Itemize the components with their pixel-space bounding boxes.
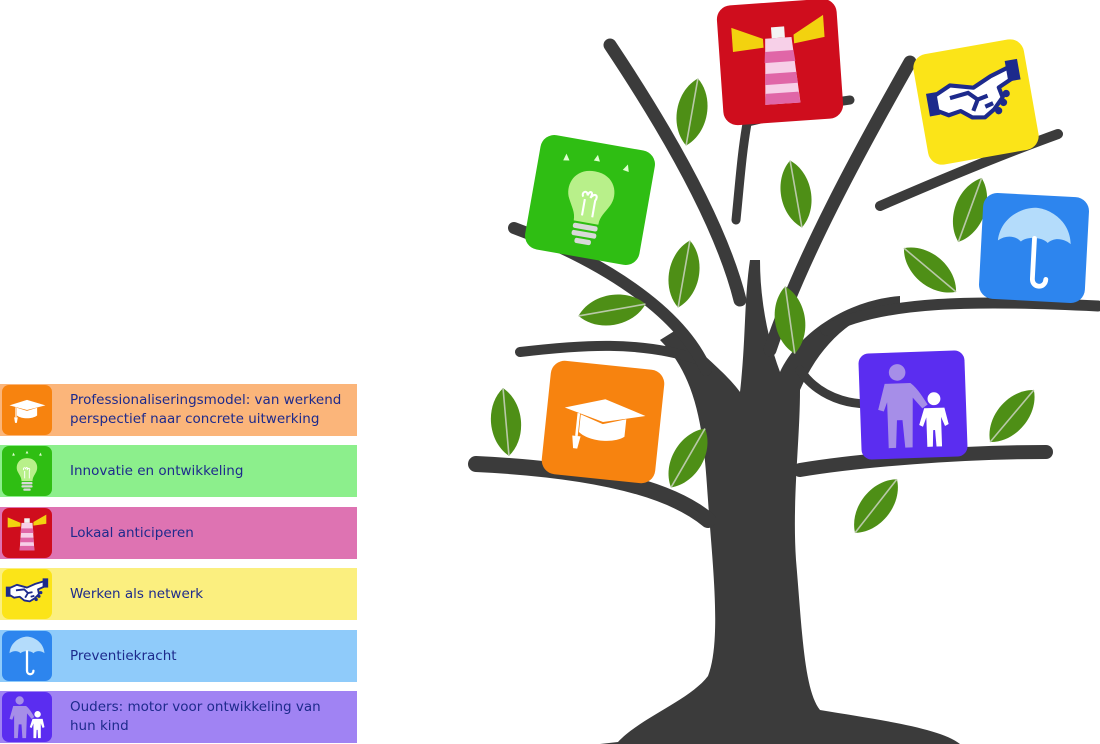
umbrella-icon	[2, 631, 52, 681]
tree-tile-graduation-cap	[541, 360, 665, 484]
handshake-icon	[2, 569, 52, 619]
tree-tile-lightbulb	[525, 135, 655, 265]
legend-item-preventiekracht: Preventiekracht	[0, 630, 357, 682]
graduation-cap-icon	[2, 385, 52, 435]
legend-label: Lokaal anticiperen	[70, 524, 194, 541]
legend-item-professionalisering: Professionaliseringsmodel: van werkend p…	[0, 384, 357, 436]
legend-label: Innovatie en ontwikkeling	[70, 462, 244, 479]
legend-label: Werken als netwerk	[70, 585, 204, 602]
legend-item-netwerk: Werken als netwerk	[0, 568, 357, 620]
tree-tile-handshake	[913, 39, 1039, 165]
legend-label: Preventiekracht	[70, 647, 177, 664]
light-bulb-icon	[2, 446, 52, 496]
tree-tile-lighthouse	[716, 0, 844, 126]
parent-child-icon	[2, 692, 52, 742]
lighthouse-icon	[2, 508, 52, 558]
legend-item-lokaal: Lokaal anticiperen	[0, 507, 357, 559]
legend-label: Ouders: motor voor ontwikkeling van hun …	[70, 699, 321, 734]
legend-item-ouders: Ouders: motor voor ontwikkeling van hun …	[0, 691, 357, 743]
legend-item-innovatie: Innovatie en ontwikkeling	[0, 445, 357, 497]
legend-label: Professionaliseringsmodel: van werkend p…	[70, 392, 342, 427]
tree-tile-parent-child	[858, 350, 968, 460]
tree-tile-umbrella	[979, 193, 1089, 303]
